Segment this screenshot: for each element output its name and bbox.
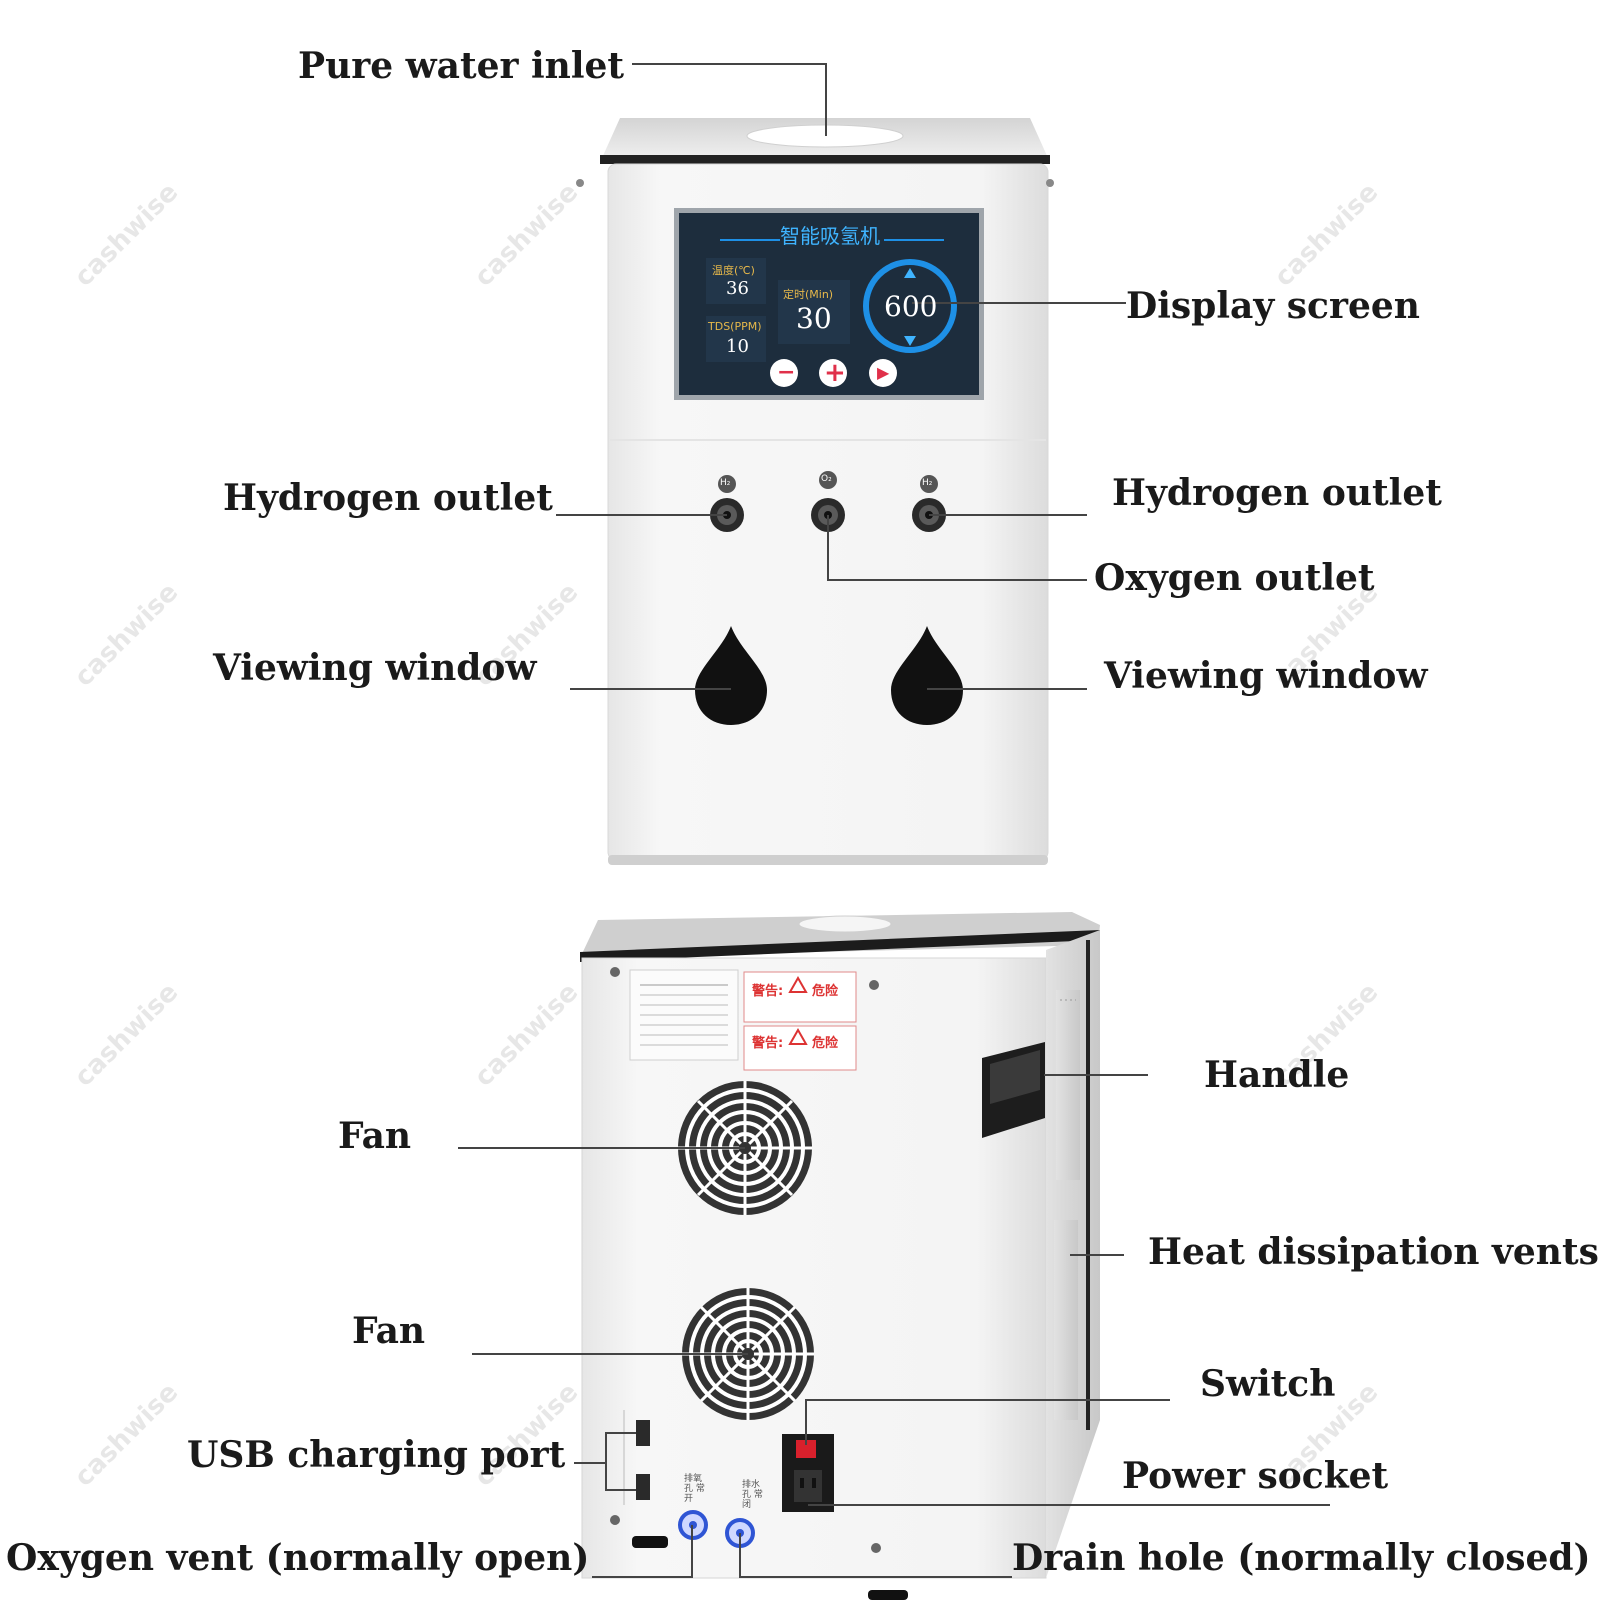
leader-pure-water-inlet [632, 63, 827, 136]
leader-oxygen-outlet [827, 515, 1087, 581]
tds-label: TDS(PPM) [708, 320, 762, 333]
label-handle: Handle [1204, 1054, 1350, 1096]
label-viewing-window-right: Viewing window [1104, 655, 1428, 697]
usb-port-bottom [636, 1474, 650, 1500]
port-label-right: H₂ [922, 478, 933, 488]
leader-drain-hole [739, 1533, 1012, 1578]
viewing-window-right [891, 626, 963, 725]
label-hydrogen-outlet-right: Hydrogen outlet [1112, 472, 1442, 514]
temp-label: 温度(℃) [712, 264, 755, 277]
label-oxygen-outlet: Oxygen outlet [1094, 557, 1375, 599]
plus-button-circle [819, 359, 847, 387]
play-button[interactable]: ▶ [877, 363, 890, 382]
port-label-center: O₂ [821, 474, 832, 484]
label-heat-dissipation-vents: Heat dissipation vents [1148, 1231, 1599, 1273]
minus-button[interactable]: − [777, 360, 796, 385]
label-pure-water-inlet: Pure water inlet [298, 45, 625, 87]
leader-oxygen-vent [592, 1525, 693, 1578]
screen-title: 智能吸氢机 [780, 224, 880, 248]
back-unit [580, 912, 1100, 1600]
power-socket [794, 1470, 822, 1502]
vent-bottom [1054, 1220, 1078, 1420]
play-button-circle [869, 359, 897, 387]
leader-switch [805, 1399, 1170, 1445]
dial-ring [863, 259, 957, 353]
label-fan-bottom: Fan [352, 1310, 426, 1352]
leader-lines [458, 63, 1330, 1578]
back-port-right-text: 排水孔 常闭 [742, 1480, 763, 1510]
minus-button-circle [770, 359, 798, 387]
timer-label: 定时(Min) [783, 288, 834, 301]
label-switch: Switch [1200, 1363, 1336, 1405]
front-base [608, 855, 1048, 865]
timer-value: 30 [796, 302, 832, 335]
port-icon-center [819, 471, 837, 489]
temp-value: 36 [726, 278, 749, 299]
label-hydrogen-outlet-left: Hydrogen outlet [223, 477, 553, 519]
usb-port-top [636, 1420, 650, 1446]
warning-danger-bottom: 危险 [812, 1036, 839, 1051]
port-label-left: H₂ [720, 478, 731, 488]
leader-usb-bracket [605, 1432, 636, 1491]
lid-edge [600, 155, 1050, 164]
foot-left [632, 1536, 668, 1548]
port-icon-left [718, 475, 736, 493]
warning-title-top: 警告: [752, 984, 784, 999]
dial-value: 600 [884, 290, 938, 323]
label-fan-top: Fan [338, 1115, 412, 1157]
viewing-window-left [695, 626, 767, 725]
back-port-left-text: 排氧孔 常开 [684, 1474, 705, 1504]
label-oxygen-vent: Oxygen vent (normally open) [6, 1537, 590, 1579]
label-display-screen: Display screen [1126, 285, 1420, 327]
label-viewing-window-left: Viewing window [213, 647, 537, 689]
label-power-socket: Power socket [1122, 1455, 1389, 1497]
label-usb-charging-port: USB charging port [187, 1434, 566, 1476]
tds-value: 10 [726, 336, 749, 357]
warning-danger-top: 危险 [812, 984, 839, 999]
port-icon-right [920, 475, 938, 493]
warning-title-bottom: 警告: [752, 1036, 784, 1051]
foot-right [868, 1590, 908, 1600]
vent-top [1056, 990, 1080, 1180]
rocker-switch [796, 1440, 816, 1458]
plus-button[interactable]: + [824, 358, 846, 388]
label-drain-hole: Drain hole (normally closed) [1012, 1537, 1591, 1579]
